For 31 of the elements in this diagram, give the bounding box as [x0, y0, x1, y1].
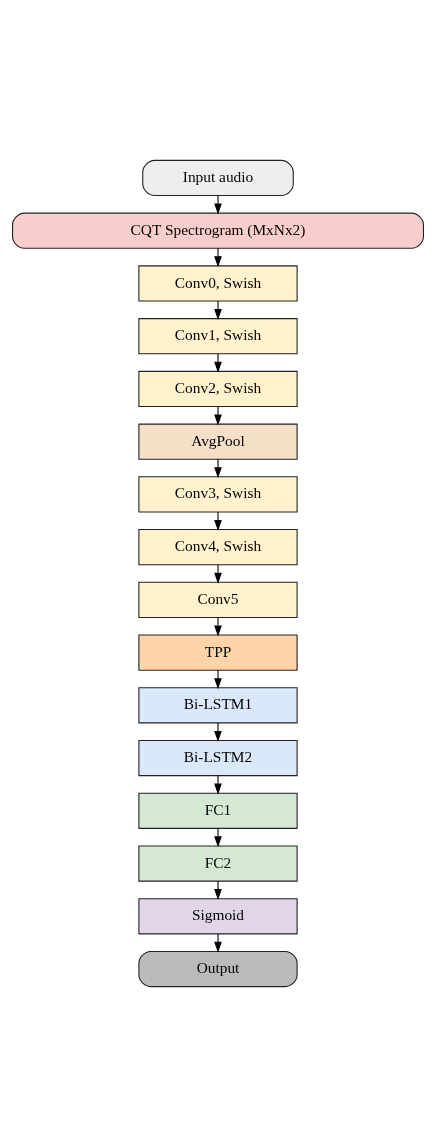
node-box: Conv0, Swish: [138, 264, 298, 302]
node-box: Input audio: [142, 159, 294, 196]
arrow: [214, 511, 222, 531]
node-box: AvgPool: [138, 423, 298, 460]
arrow: [214, 352, 222, 373]
node-box: Output: [138, 950, 298, 987]
node-box: Bi-LSTM1: [138, 686, 298, 723]
arrow: [214, 405, 222, 425]
node-box: Conv5: [138, 581, 298, 618]
arrow: [214, 616, 222, 636]
node-box: TPP: [138, 634, 298, 671]
arrow: [214, 247, 222, 267]
node-box: FC2: [138, 844, 298, 882]
node-box: Conv4, Swish: [138, 528, 298, 565]
arrow: [214, 721, 222, 742]
node-box: Sigmoid: [138, 897, 298, 934]
arrow: [214, 194, 222, 215]
node-box: Conv1, Swish: [138, 317, 298, 354]
node-box: Conv3, Swish: [138, 475, 298, 512]
arrow: [214, 300, 222, 320]
node-box: Conv2, Swish: [138, 370, 298, 407]
arrow: [214, 880, 222, 900]
arrow: [214, 774, 222, 795]
node-box: CQT Spectrogram (MxNx2): [12, 212, 424, 249]
node-box: FC1: [138, 792, 298, 829]
node-box: Bi-LSTM2: [138, 739, 298, 776]
arrow: [214, 458, 222, 478]
arrow: [214, 827, 222, 847]
arrow: [214, 669, 222, 689]
arrow: [214, 563, 222, 584]
arrow: [214, 932, 222, 953]
